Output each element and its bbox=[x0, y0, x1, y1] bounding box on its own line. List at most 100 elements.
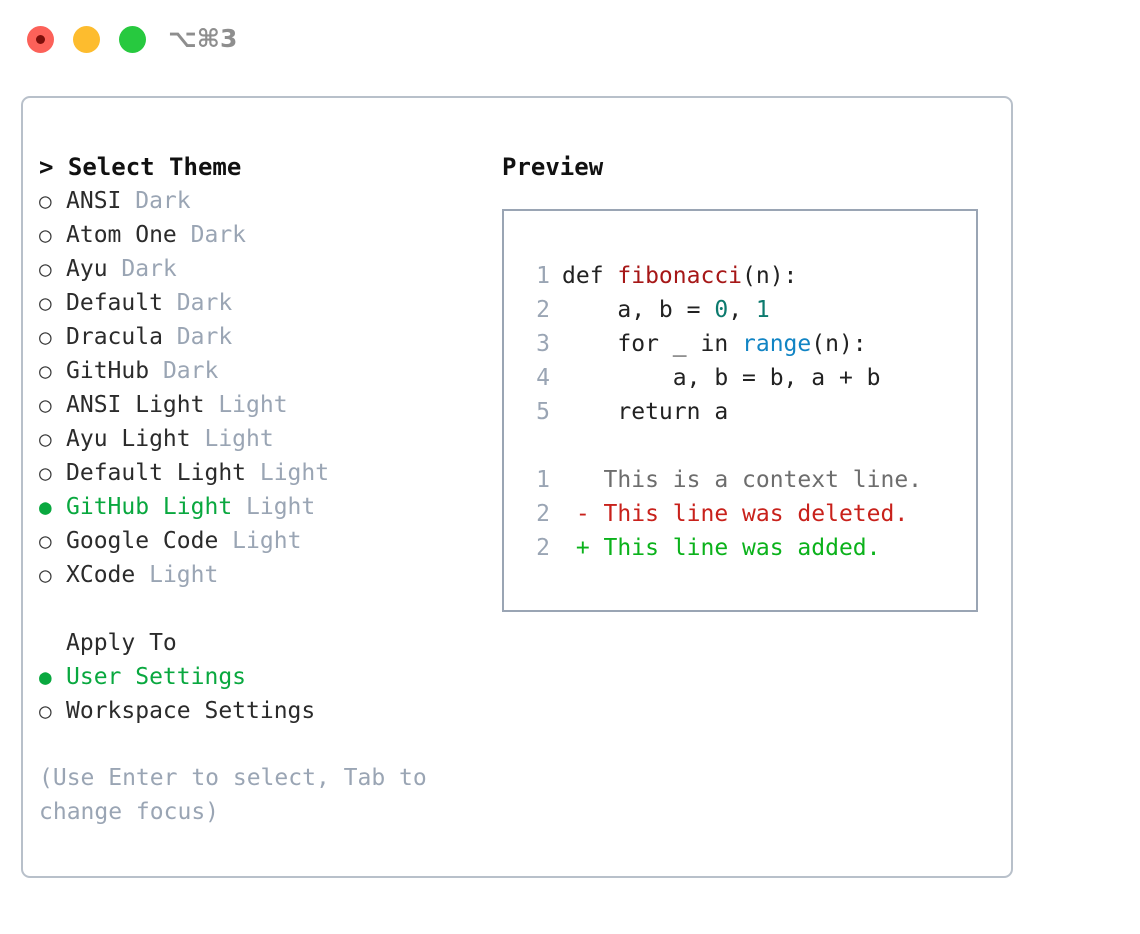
code-token: a, b = bbox=[562, 297, 715, 323]
radio-unselected-icon[interactable]: ○ bbox=[39, 529, 52, 553]
radio-unselected-icon[interactable]: ○ bbox=[39, 699, 52, 723]
theme-option-row[interactable]: ○ Default Dark bbox=[39, 286, 479, 320]
theme-variant-badge: Light bbox=[218, 528, 302, 554]
theme-option-row[interactable]: ○ Atom One Dark bbox=[39, 218, 479, 252]
theme-option-label: Default bbox=[66, 290, 163, 316]
theme-selector-column: > Select Theme ○ANSI Dark○Atom One Dark○… bbox=[39, 150, 479, 829]
code-line-text: a, b = 0, 1 bbox=[562, 293, 769, 327]
theme-option-row[interactable]: ○Ayu Light Light bbox=[39, 422, 479, 456]
code-token: (n): bbox=[742, 263, 798, 289]
theme-option-label: Google Code bbox=[66, 528, 219, 554]
apply-to-option-row[interactable]: ○ Workspace Settings bbox=[39, 694, 479, 728]
theme-option-label: Dracula bbox=[66, 324, 163, 350]
theme-variant-badge: Dark bbox=[107, 256, 177, 282]
theme-option-row[interactable]: ○ANSI Dark bbox=[39, 184, 479, 218]
theme-option-label: ANSI Light bbox=[66, 392, 205, 418]
theme-option-row[interactable]: ○XCode Light bbox=[39, 558, 479, 592]
line-number: 3 bbox=[536, 331, 550, 357]
theme-option-label: GitHub Light bbox=[66, 494, 233, 520]
code-line: 1 def fibonacci(n): bbox=[520, 259, 976, 293]
radio-unselected-icon[interactable]: ○ bbox=[39, 563, 52, 587]
diff-line: 1 This is a context line. bbox=[520, 463, 976, 497]
apply-to-option-row[interactable]: ● User Settings bbox=[39, 660, 479, 694]
apply-to-section: ○ Apply To ●User Settings○Workspace Sett… bbox=[39, 626, 479, 728]
select-theme-header: > Select Theme bbox=[39, 153, 242, 181]
theme-variant-badge: Light bbox=[232, 494, 316, 520]
theme-variant-badge: Light bbox=[246, 460, 330, 486]
apply-to-option-label: Workspace Settings bbox=[66, 698, 316, 724]
theme-option-row[interactable]: ○ GitHub Dark bbox=[39, 354, 479, 388]
diff-line-text: - This line was deleted. bbox=[562, 501, 909, 527]
diff-line-text: This is a context line. bbox=[562, 467, 923, 493]
blank-marker-icon: ○ bbox=[39, 626, 66, 660]
theme-option-label: Atom One bbox=[66, 222, 177, 248]
apply-to-header-row: ○ Apply To bbox=[39, 626, 479, 660]
theme-option-label: Ayu Light bbox=[66, 426, 191, 452]
theme-variant-badge: Dark bbox=[121, 188, 191, 214]
minimize-button-icon[interactable] bbox=[73, 26, 100, 53]
diff-line: 2 - This line was deleted. bbox=[520, 497, 976, 531]
apply-to-option-label: User Settings bbox=[66, 664, 247, 690]
diff-line-text: + This line was added. bbox=[562, 535, 881, 561]
apply-to-list[interactable]: ● User Settings ○ Workspace Settings bbox=[39, 660, 479, 728]
radio-unselected-icon[interactable]: ○ bbox=[39, 393, 52, 417]
theme-variant-badge: Dark bbox=[149, 358, 219, 384]
theme-variant-badge: Light bbox=[204, 392, 288, 418]
theme-option-label: Ayu bbox=[66, 256, 108, 282]
code-token: def bbox=[562, 263, 618, 289]
apply-to-header: Apply To bbox=[66, 630, 177, 656]
radio-unselected-icon[interactable]: ○ bbox=[39, 257, 52, 281]
code-token: a, b = b, a + b bbox=[562, 365, 881, 391]
radio-unselected-icon[interactable]: ○ bbox=[39, 359, 52, 383]
theme-variant-badge: Dark bbox=[176, 222, 247, 248]
theme-list[interactable]: ○ANSI Dark○Atom One Dark○Ayu Dark○Defaul… bbox=[39, 184, 479, 592]
theme-option-row[interactable]: ○ Google Code Light bbox=[39, 524, 479, 558]
theme-option-row[interactable]: ○Default Light Light bbox=[39, 456, 479, 490]
theme-option-row[interactable]: ○ Ayu Dark bbox=[39, 252, 479, 286]
theme-option-label: GitHub bbox=[66, 358, 150, 384]
code-line: 4 a, b = b, a + b bbox=[520, 361, 976, 395]
code-line-text: return a bbox=[562, 395, 728, 429]
radio-unselected-icon[interactable]: ○ bbox=[39, 461, 52, 485]
theme-variant-badge: Dark bbox=[162, 290, 233, 316]
keyboard-hint-text: (Use Enter to select, Tab to change focu… bbox=[39, 765, 427, 825]
line-number: 1 bbox=[536, 467, 550, 493]
radio-unselected-icon[interactable]: ○ bbox=[39, 325, 52, 349]
code-line-text: def fibonacci(n): bbox=[562, 259, 797, 293]
radio-selected-icon[interactable]: ● bbox=[39, 665, 52, 689]
code-token: fibonacci bbox=[617, 263, 743, 289]
line-number: 5 bbox=[536, 399, 550, 425]
line-number: 1 bbox=[536, 263, 550, 289]
code-token: (n): bbox=[811, 331, 867, 357]
maximize-button-icon[interactable] bbox=[119, 26, 146, 53]
close-button-icon[interactable] bbox=[27, 26, 54, 53]
keyboard-shortcut-label: ⌥⌘3 bbox=[168, 24, 238, 53]
theme-option-label: XCode bbox=[66, 562, 136, 588]
radio-selected-icon[interactable]: ● bbox=[39, 495, 52, 519]
window-controls bbox=[27, 26, 146, 53]
code-token: 0 bbox=[714, 297, 729, 323]
line-number: 2 bbox=[536, 501, 550, 527]
line-number: 4 bbox=[536, 365, 550, 391]
code-token: return a bbox=[562, 399, 729, 425]
preview-title: Preview bbox=[502, 153, 604, 181]
radio-unselected-icon[interactable]: ○ bbox=[39, 291, 52, 315]
code-token: range bbox=[742, 331, 812, 357]
diff-sample-block: 1 This is a context line.2 - This line w… bbox=[520, 463, 976, 565]
theme-option-row[interactable]: ● GitHub Light Light bbox=[39, 490, 479, 524]
title-bar: ⌥⌘3 bbox=[0, 0, 1140, 78]
radio-unselected-icon[interactable]: ○ bbox=[39, 223, 52, 247]
theme-option-row[interactable]: ○Dracula Dark bbox=[39, 320, 479, 354]
code-line: 2 a, b = 0, 1 bbox=[520, 293, 976, 327]
code-line-text: a, b = b, a + b bbox=[562, 361, 881, 395]
recording-dot-icon bbox=[36, 35, 45, 44]
code-token: for _ in bbox=[562, 331, 743, 357]
theme-option-row[interactable]: ○ ANSI Light Light bbox=[39, 388, 479, 422]
main-content-panel: > Select Theme ○ANSI Dark○Atom One Dark○… bbox=[21, 96, 1013, 878]
radio-unselected-icon[interactable]: ○ bbox=[39, 189, 52, 213]
radio-unselected-icon[interactable]: ○ bbox=[39, 427, 52, 451]
